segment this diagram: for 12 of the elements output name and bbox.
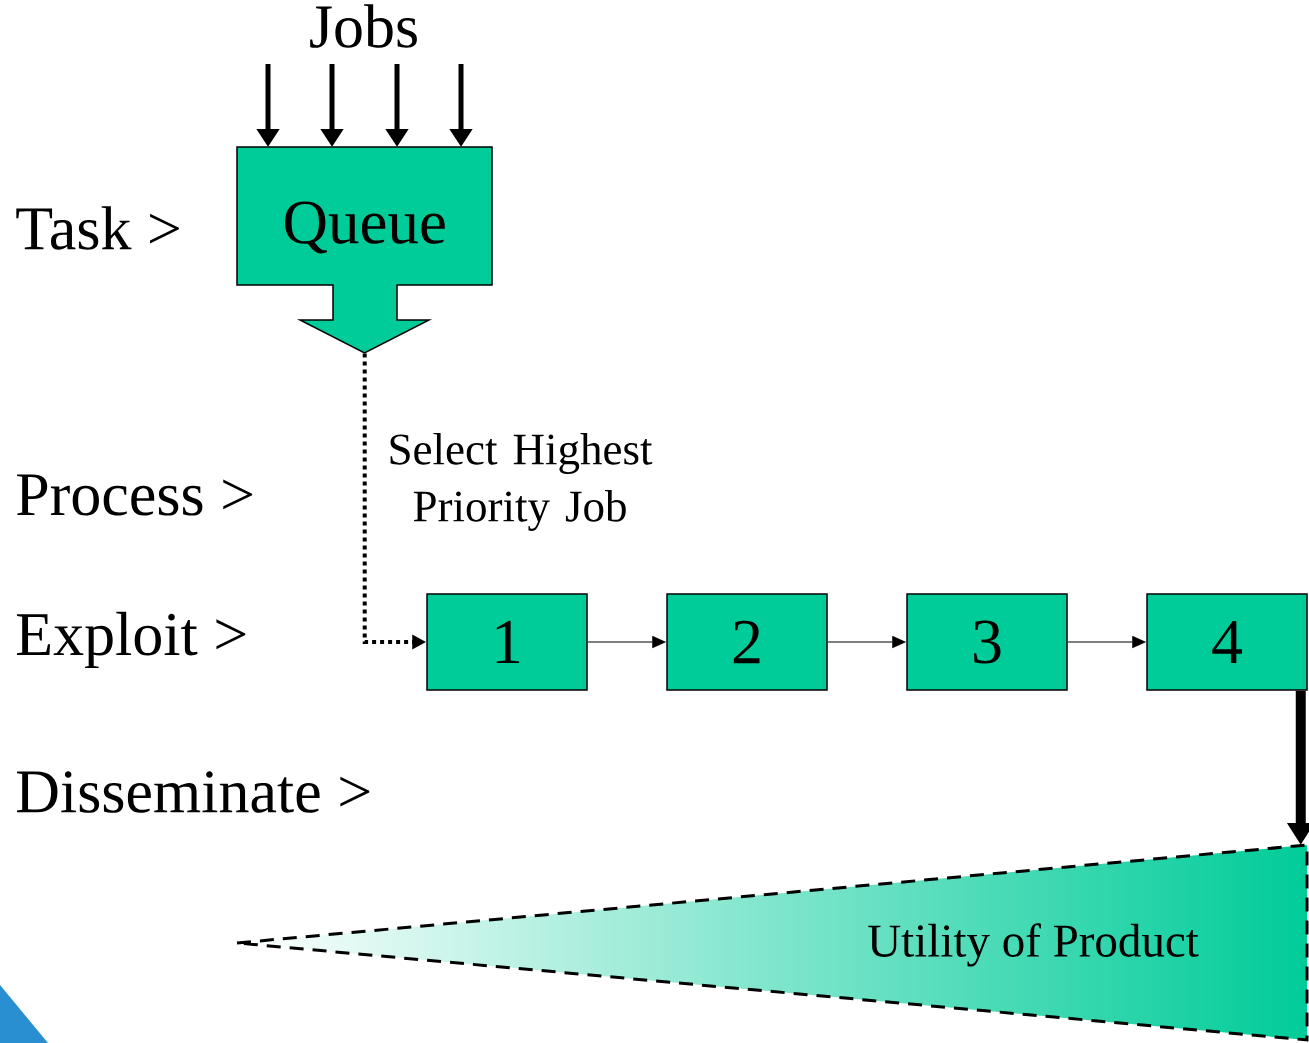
row-label: Exploit >: [17, 611, 246, 669]
edge-label: Select Highest Priority Job: [369, 432, 671, 532]
step-box: 1: [426, 593, 588, 691]
queue-box: Queue: [236, 146, 493, 354]
row-label: Disseminate >: [17, 771, 370, 813]
step-box: 4: [1146, 593, 1308, 691]
jobs-label: Jobs: [310, 4, 417, 48]
step-box: 3: [906, 593, 1068, 691]
step-box: 2: [666, 593, 828, 691]
row-label: Process >: [17, 474, 253, 516]
utility-wedge: Utility of Product: [235, 843, 1309, 1042]
row-label: Task >: [16, 206, 179, 250]
